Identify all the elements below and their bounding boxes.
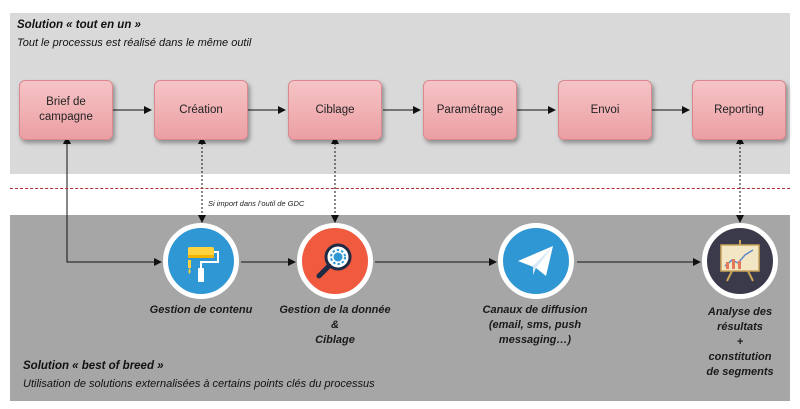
best-of-breed-title: Solution « best of breed »: [23, 360, 164, 372]
analysis-tool-label-line3: +: [736, 336, 744, 348]
data-tool-label-line3: Ciblage: [315, 334, 355, 346]
analysis-tool-label: Analyse des résultats + constitution de …: [685, 305, 795, 380]
step-brief-line2: campagne: [39, 111, 93, 123]
link-brief-content: [63, 136, 162, 266]
content-tool[interactable]: [163, 223, 239, 299]
step-creation[interactable]: Création: [154, 80, 248, 140]
all-in-one-subtitle: Tout le processus est réalisé dans le mê…: [17, 37, 252, 49]
data-tool[interactable]: [297, 223, 373, 299]
separator-line: [10, 188, 790, 189]
step-settings[interactable]: Paramétrage: [423, 80, 517, 140]
data-tool-label-line1: Gestion de la donnée: [279, 304, 391, 316]
step-reporting[interactable]: Reporting: [692, 80, 786, 140]
content-tool-label-line: Gestion de contenu: [149, 304, 253, 316]
paint-roller-icon: [188, 247, 219, 282]
channels-tool-label: Canaux de diffusion (email, sms, push me…: [465, 303, 605, 348]
analysis-tool-label-line5: de segments: [706, 366, 774, 378]
step-reporting-label: Reporting: [714, 103, 764, 116]
channels-tool-label-line1: Canaux de diffusion: [482, 304, 588, 316]
step-settings-label: Paramétrage: [436, 103, 504, 116]
step-send[interactable]: Envoi: [558, 80, 652, 140]
import-note: Si import dans l’outil de GDC: [208, 199, 305, 208]
data-tool-label-line2: &: [331, 319, 339, 331]
all-in-one-title: Solution « tout en un »: [17, 19, 141, 31]
best-of-breed-subtitle: Utilisation de solutions externalisées à…: [23, 378, 375, 390]
channels-tool-label-line3: messaging…): [498, 334, 572, 346]
step-brief-line1: Brief de: [46, 96, 86, 108]
step-creation-label: Création: [179, 103, 223, 116]
analysis-tool-label-line4: constitution: [708, 351, 772, 363]
channels-tool[interactable]: [498, 223, 574, 299]
analysis-tool[interactable]: [702, 223, 778, 299]
step-targeting[interactable]: Ciblage: [288, 80, 382, 140]
data-tool-label: Gestion de la donnée & Ciblage: [270, 303, 400, 348]
analysis-tool-label-line2: résultats: [717, 321, 763, 333]
analysis-tool-label-line1: Analyse des: [707, 306, 773, 318]
presentation-chart-icon: [720, 240, 760, 282]
magnifier-gear-icon: [316, 243, 352, 279]
content-tool-label: Gestion de contenu: [139, 303, 263, 318]
paper-plane-icon: [518, 246, 553, 276]
step-send-label: Envoi: [590, 103, 620, 116]
step-targeting-label: Ciblage: [315, 103, 355, 116]
channels-tool-label-line2: (email, sms, push: [488, 319, 582, 331]
step-brief[interactable]: Brief de campagne: [19, 80, 113, 140]
